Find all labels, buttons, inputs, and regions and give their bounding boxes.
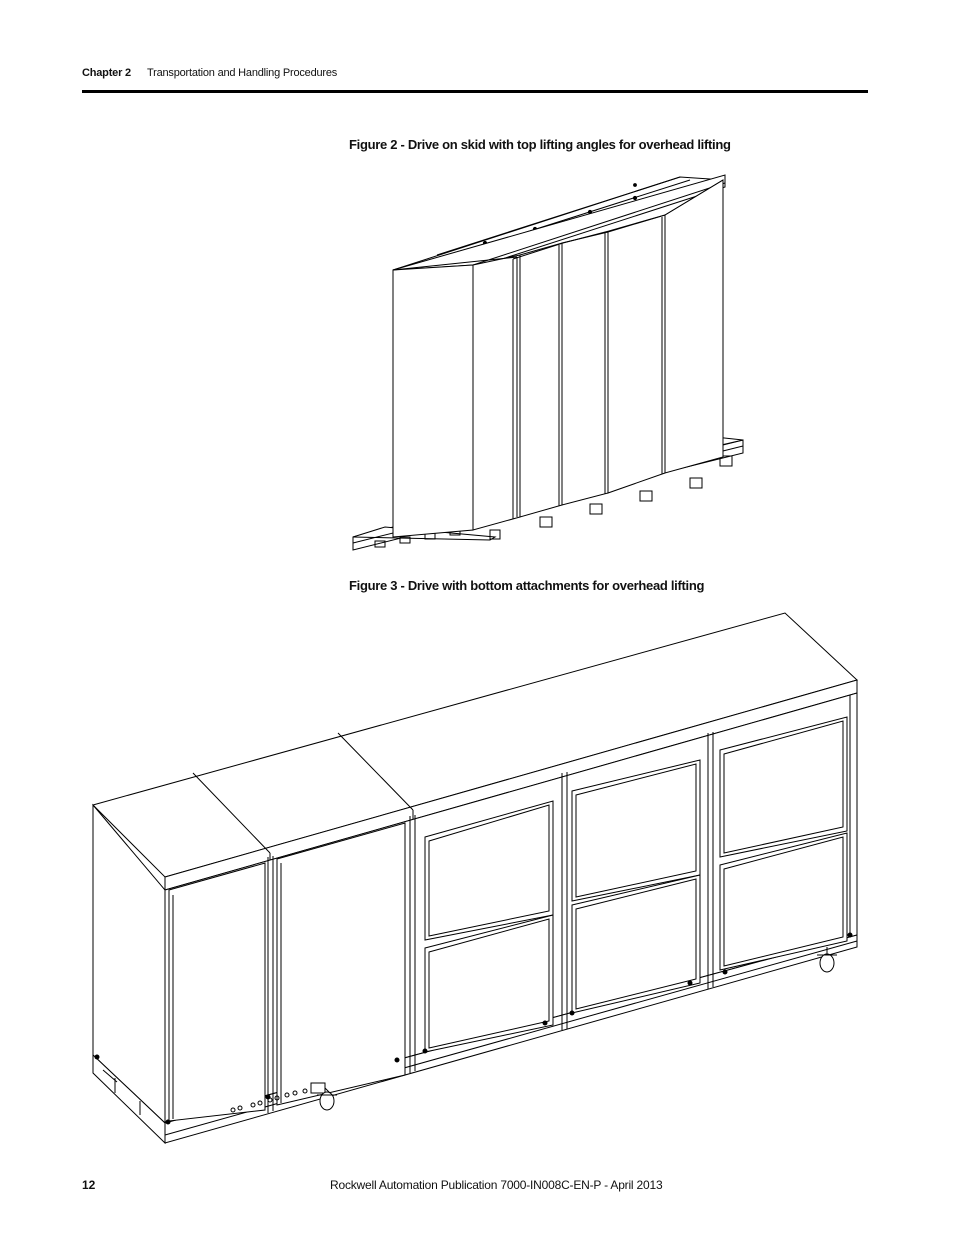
figure-3-caption: Figure 3 - Drive with bottom attachments… — [349, 578, 705, 593]
door-panels — [425, 717, 847, 1052]
figure-2-caption: Figure 2 - Drive on skid with top liftin… — [349, 137, 731, 152]
figure-2-drawing — [345, 165, 750, 560]
page-header: Chapter 2 Transportation and Handling Pr… — [82, 66, 868, 93]
lifting-shackle-left — [311, 1083, 337, 1110]
left-doors — [169, 823, 405, 1121]
chapter-label: Chapter 2 — [82, 67, 131, 79]
cabinet-roof — [93, 613, 857, 890]
base-bolts — [95, 933, 852, 1124]
page-number: 12 — [82, 1178, 96, 1192]
publication-footer: Rockwell Automation Publication 7000-IN0… — [330, 1178, 663, 1192]
cabinets — [393, 180, 723, 537]
figure-3-drawing — [85, 605, 865, 1145]
lifting-shackle-right — [817, 947, 837, 972]
cabinet-dividers — [268, 695, 850, 1113]
chapter-title: Transportation and Handling Procedures — [147, 67, 338, 79]
